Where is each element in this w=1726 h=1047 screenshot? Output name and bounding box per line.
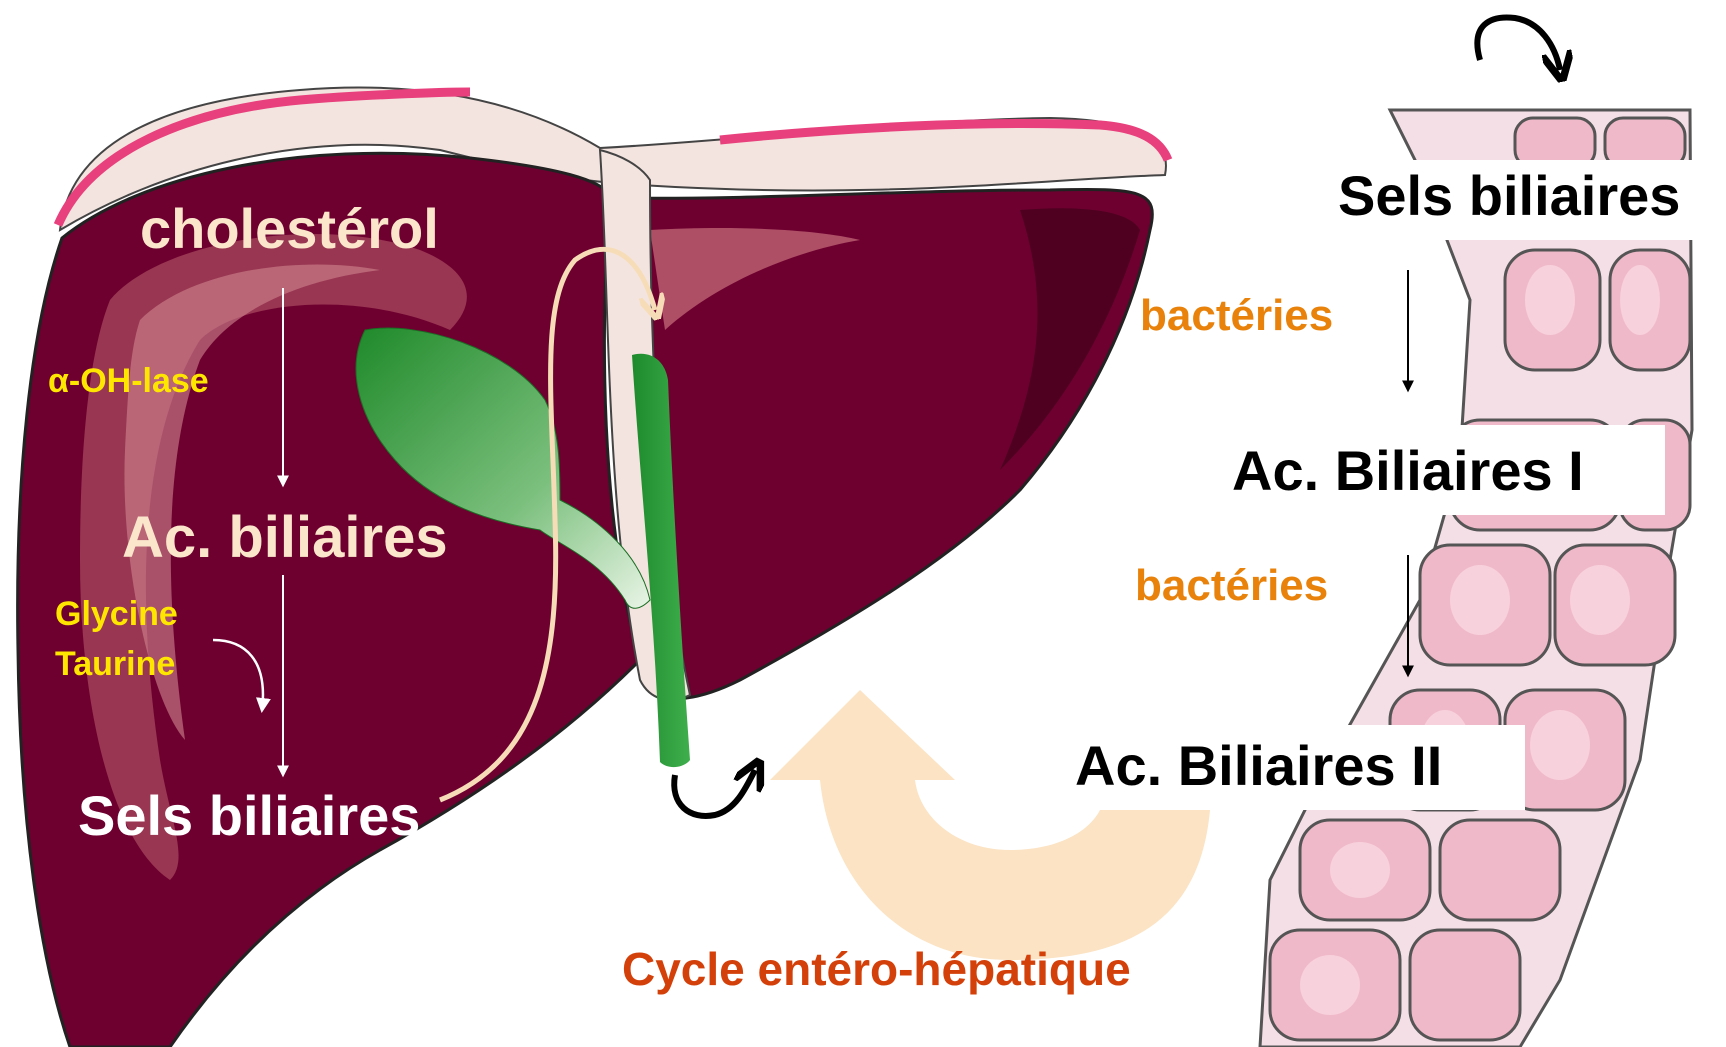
label-bile-salts-intestine: Sels biliaires [1338,164,1680,227]
duct-to-intestine-arrow [674,770,755,816]
label-bacteria-2: bactéries [1135,561,1328,610]
label-bile-salts-liver: Sels biliaires [78,784,420,847]
label-bile-acids: Ac. biliaires [122,505,448,570]
label-taurine: Taurine [55,645,175,683]
label-secondary-bile-acids: Ac. Biliaires II [1075,734,1442,797]
label-glycine: Glycine [55,595,178,633]
label-bacteria-1: bactéries [1140,291,1333,340]
intestine-entry-arrow [1477,17,1560,70]
label-enzyme: α-OH-lase [48,362,209,400]
label-primary-bile-acids: Ac. Biliaires I [1232,439,1584,502]
label-cycle: Cycle entéro-hépatique [622,943,1131,995]
label-cholesterol: cholestérol [140,197,439,260]
